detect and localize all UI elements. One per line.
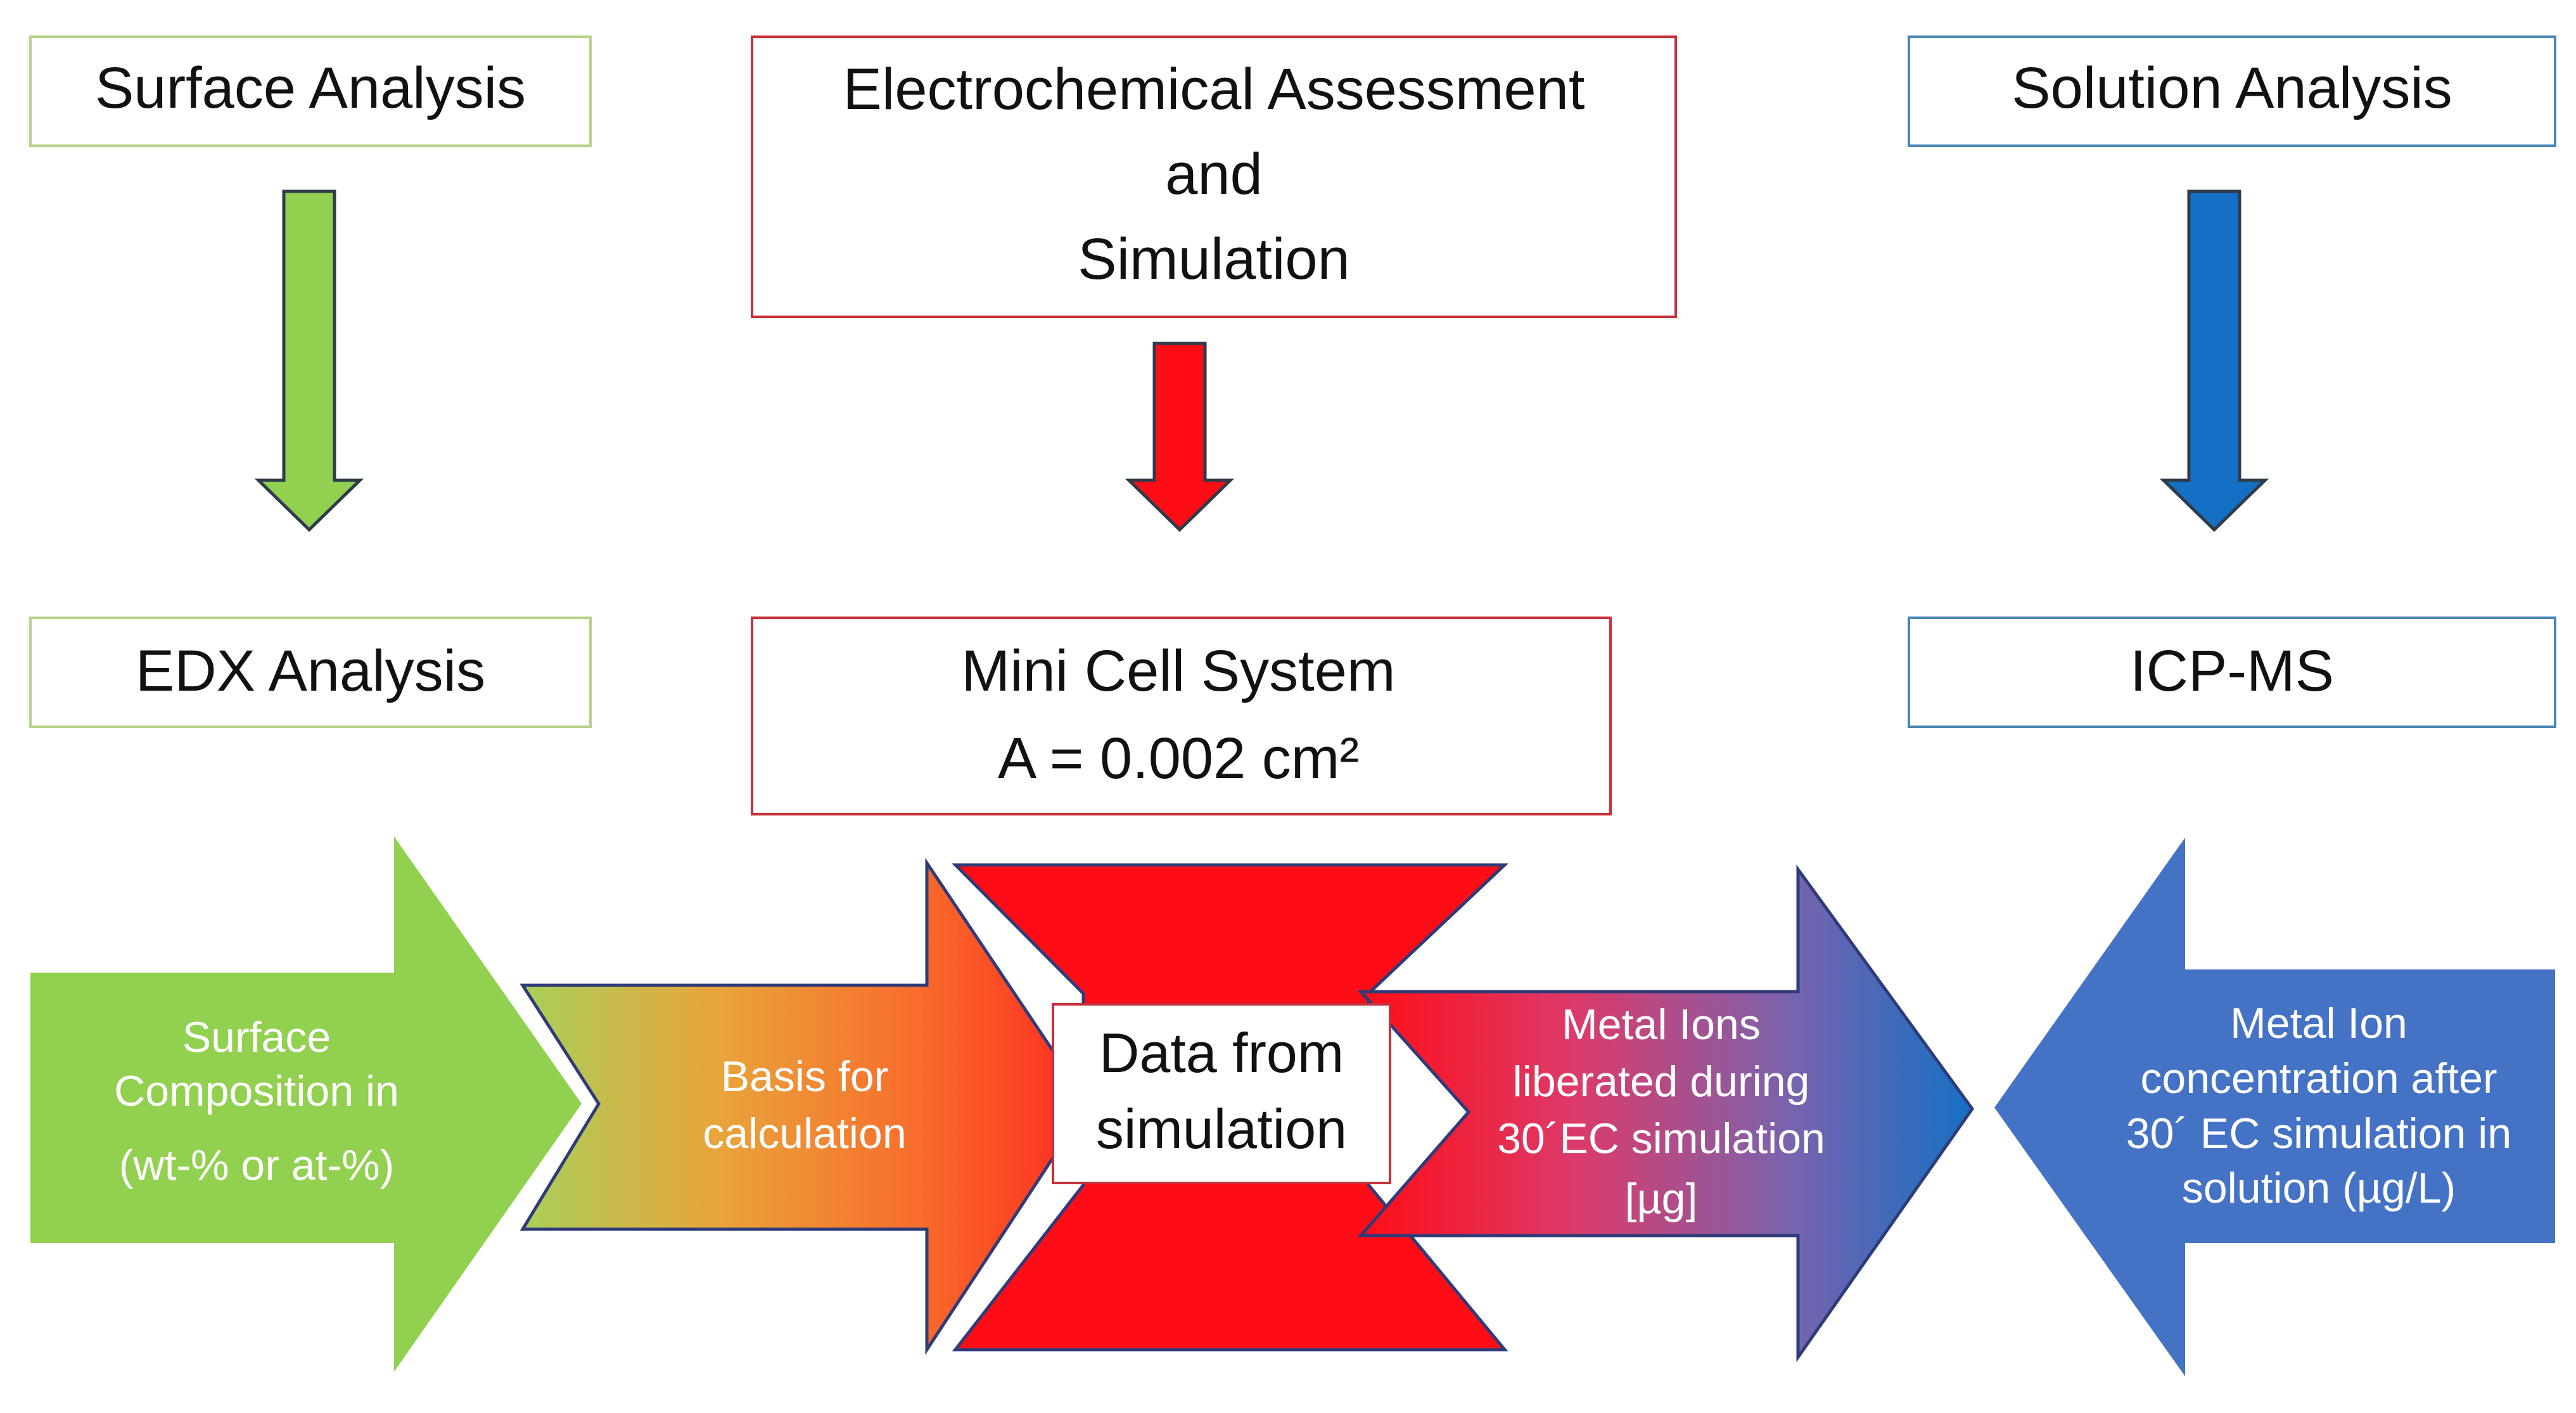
solution-analysis-box: Solution Analysis — [1908, 35, 2556, 147]
red-down-arrow-icon — [1125, 342, 1235, 532]
metal-ions-arrow-icon — [1357, 864, 1975, 1362]
surface-composition-line1: Surface — [182, 1013, 331, 1061]
metal-ions-line4: [µg] — [1625, 1175, 1698, 1223]
metal-ion-conc-line3: 30´ EC simulation in — [2126, 1109, 2511, 1158]
mini-cell-label: Mini Cell System — [961, 639, 1395, 703]
data-from-simulation-line2: simulation — [1096, 1097, 1347, 1160]
metal-ion-conc-line1: Metal Ion — [2230, 999, 2407, 1047]
basis-line1: Basis for — [721, 1052, 889, 1101]
surface-composition-arrow-icon — [30, 836, 582, 1372]
mini-cell-area-label: A = 0.002 cm² — [998, 726, 1359, 791]
surface-analysis-box: Surface Analysis — [29, 35, 592, 147]
solution-analysis-label: Solution Analysis — [2012, 56, 2452, 120]
basis-line2: calculation — [703, 1109, 906, 1158]
metal-ions-line1: Metal Ions — [1562, 1001, 1761, 1049]
surface-analysis-label: Surface Analysis — [95, 56, 526, 120]
icp-ms-box: ICP-MS — [1908, 617, 2556, 728]
metal-ion-conc-line4: solution (µg/L) — [2182, 1164, 2456, 1212]
metal-ion-concentration-arrow-icon — [1994, 838, 2555, 1376]
data-from-simulation-line1: Data from — [1099, 1021, 1344, 1084]
mini-cell-system-box: Mini Cell System A = 0.002 cm² — [751, 617, 1612, 815]
basis-calculation-arrow-icon — [520, 857, 1091, 1355]
surface-composition-line3: (wt-% or at-%) — [119, 1141, 394, 1189]
metal-ion-conc-line2: concentration after — [2140, 1054, 2497, 1103]
electrochem-label-line2: and — [1165, 142, 1263, 207]
edx-analysis-box: EDX Analysis — [29, 617, 592, 728]
electrochem-label-line1: Electrochemical Assessment — [843, 57, 1585, 122]
blue-down-arrow-icon — [2159, 189, 2269, 532]
data-from-simulation-box — [1052, 1003, 1391, 1184]
metal-ions-line3: 30´EC simulation — [1497, 1115, 1825, 1163]
metal-ions-line2: liberated during — [1513, 1058, 1810, 1106]
electrochemical-assessment-box: Electrochemical Assessment and Simulatio… — [751, 35, 1677, 318]
edx-analysis-label: EDX Analysis — [136, 639, 485, 703]
green-down-arrow-icon — [254, 189, 364, 532]
electrochem-label-line3: Simulation — [1078, 227, 1350, 291]
icp-ms-label: ICP-MS — [2130, 639, 2334, 703]
surface-composition-line2: Composition in — [114, 1067, 399, 1115]
